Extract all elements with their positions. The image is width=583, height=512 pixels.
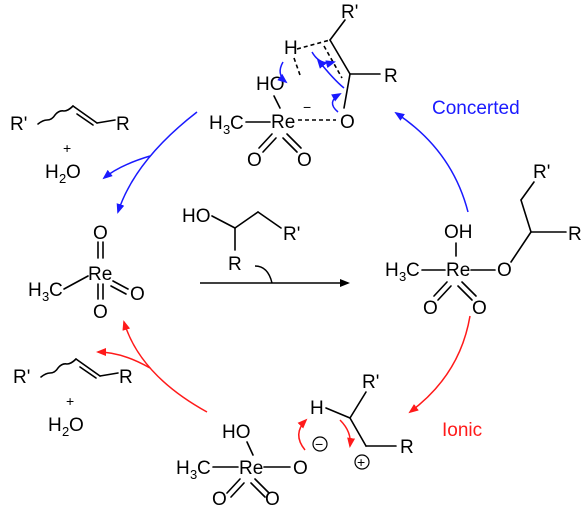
svg-text:3: 3 [399, 269, 406, 284]
oxo-right: O [130, 284, 145, 305]
svg-text:H: H [176, 458, 190, 479]
int-rhenium: Re [446, 260, 470, 281]
h3c-label-c: C [49, 280, 63, 301]
mto-catalyst: H 3 C Re O O O [28, 223, 145, 323]
svg-text:H: H [209, 113, 223, 134]
prod2-r: R [119, 367, 133, 388]
svg-text:O: O [472, 298, 487, 319]
diol-rprime: R' [283, 224, 300, 245]
diol-reagent: HO R' R [182, 206, 300, 275]
re-o-double-bond-right [112, 280, 129, 290]
concerted-transition-state: H HO R' R O H 3 C Re − O O [209, 2, 398, 171]
prod1-rprime: R' [10, 114, 27, 135]
reagent-entry-curve [254, 265, 273, 284]
ts-rhenium: Re [271, 112, 295, 133]
alkoxide-intermediate: H 3 C Re OH O R' R O O [385, 162, 582, 319]
svg-text:3: 3 [223, 122, 230, 137]
alkene-product-top: R' R + H 2 O [10, 105, 130, 186]
ion-r: R [400, 437, 414, 458]
prod2-rprime: R' [13, 367, 30, 388]
svg-text:+: + [63, 140, 71, 156]
concerted-label: Concerted [432, 98, 520, 119]
int-oh: OH [444, 222, 473, 243]
svg-text:+: + [66, 393, 74, 409]
concerted-arrow-down [116, 111, 198, 214]
ionic-product-release [96, 348, 151, 369]
svg-text:C: C [197, 458, 211, 479]
ionic-arrow-down [408, 315, 471, 414]
svg-text:O: O [247, 150, 262, 171]
ts-o: O [340, 112, 355, 133]
ts-r: R [384, 66, 398, 87]
ts-rprime: R' [341, 2, 358, 23]
diol-r: R [228, 254, 242, 275]
int-rprime: R' [533, 162, 550, 183]
ion-o: O [293, 458, 308, 479]
alkene-product-bottom: R' R + H 2 O [13, 358, 133, 439]
svg-text:O: O [423, 298, 438, 319]
svg-text:+: + [357, 454, 365, 470]
svg-text:C: C [230, 113, 244, 134]
oxo-bottom: O [93, 302, 108, 323]
svg-text:2: 2 [62, 424, 69, 439]
svg-text:O: O [297, 150, 312, 171]
h3c-label-h: H [28, 280, 42, 301]
svg-text:H: H [45, 162, 59, 183]
plus-charge-circle [354, 454, 370, 470]
svg-text:C: C [406, 260, 420, 281]
svg-text:O: O [265, 489, 280, 507]
ion-ho: HO [222, 422, 251, 443]
svg-text:−: − [315, 436, 323, 452]
ionic-intermediate: HO H 3 C Re O − O O H R' R + [176, 372, 414, 510]
ts-h: H [284, 38, 298, 59]
ionic-label: Ionic [442, 420, 482, 441]
prod1-r: R [116, 114, 130, 135]
ion-rprime: R' [362, 372, 379, 393]
concerted-product-release [102, 155, 151, 180]
minus-charge-circle [312, 436, 328, 452]
h3c-label-3: 3 [42, 289, 49, 304]
oxo-top: O [93, 223, 108, 244]
ts-ho: HO [256, 74, 285, 95]
svg-text:H: H [48, 415, 62, 436]
ionic-arrow-up [122, 320, 208, 413]
int-o: O [497, 260, 512, 281]
svg-text:2: 2 [59, 171, 66, 186]
svg-text:O: O [69, 415, 84, 436]
concerted-arrow-up [394, 111, 469, 213]
diol-ho: HO [182, 206, 211, 227]
svg-text:−: − [303, 99, 311, 115]
int-h: H [385, 260, 399, 281]
int-r: R [568, 224, 582, 245]
ion-rhenium: Re [239, 458, 263, 479]
rhenium-atom: Re [88, 264, 112, 285]
ion-h: H [310, 398, 324, 419]
svg-text:O: O [212, 489, 227, 507]
methyl-bond [63, 275, 89, 290]
svg-text:O: O [66, 162, 81, 183]
svg-text:3: 3 [190, 467, 197, 482]
